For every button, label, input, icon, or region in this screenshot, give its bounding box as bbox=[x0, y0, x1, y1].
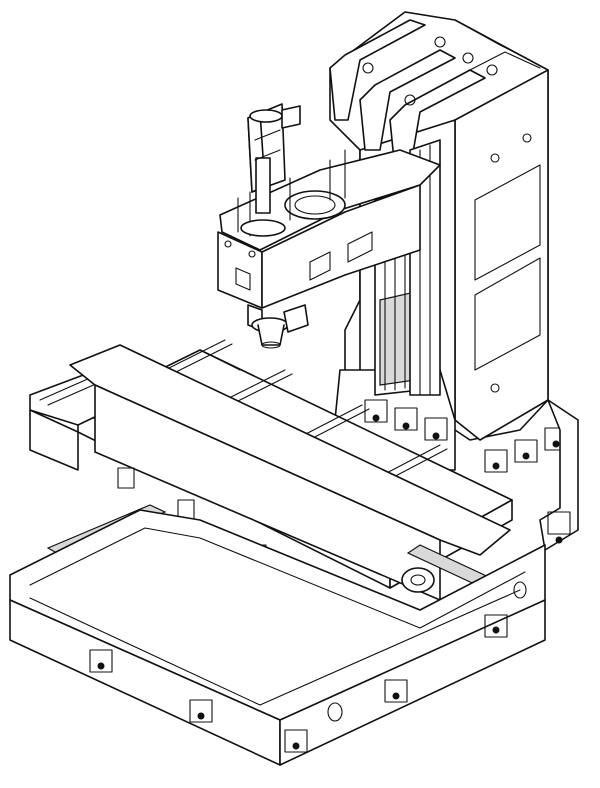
column-window-upper bbox=[474, 164, 541, 281]
base-pockets bbox=[89, 614, 508, 753]
tool-changer-cylinder bbox=[240, 103, 301, 237]
column-top-rib-mid bbox=[359, 49, 456, 151]
base bbox=[9, 509, 546, 766]
head-slot-2 bbox=[347, 231, 373, 263]
bearing-block-right bbox=[401, 567, 435, 593]
column-top-rib-left bbox=[329, 19, 426, 121]
head-slot-1 bbox=[309, 251, 331, 281]
column-window-lower bbox=[474, 257, 541, 371]
